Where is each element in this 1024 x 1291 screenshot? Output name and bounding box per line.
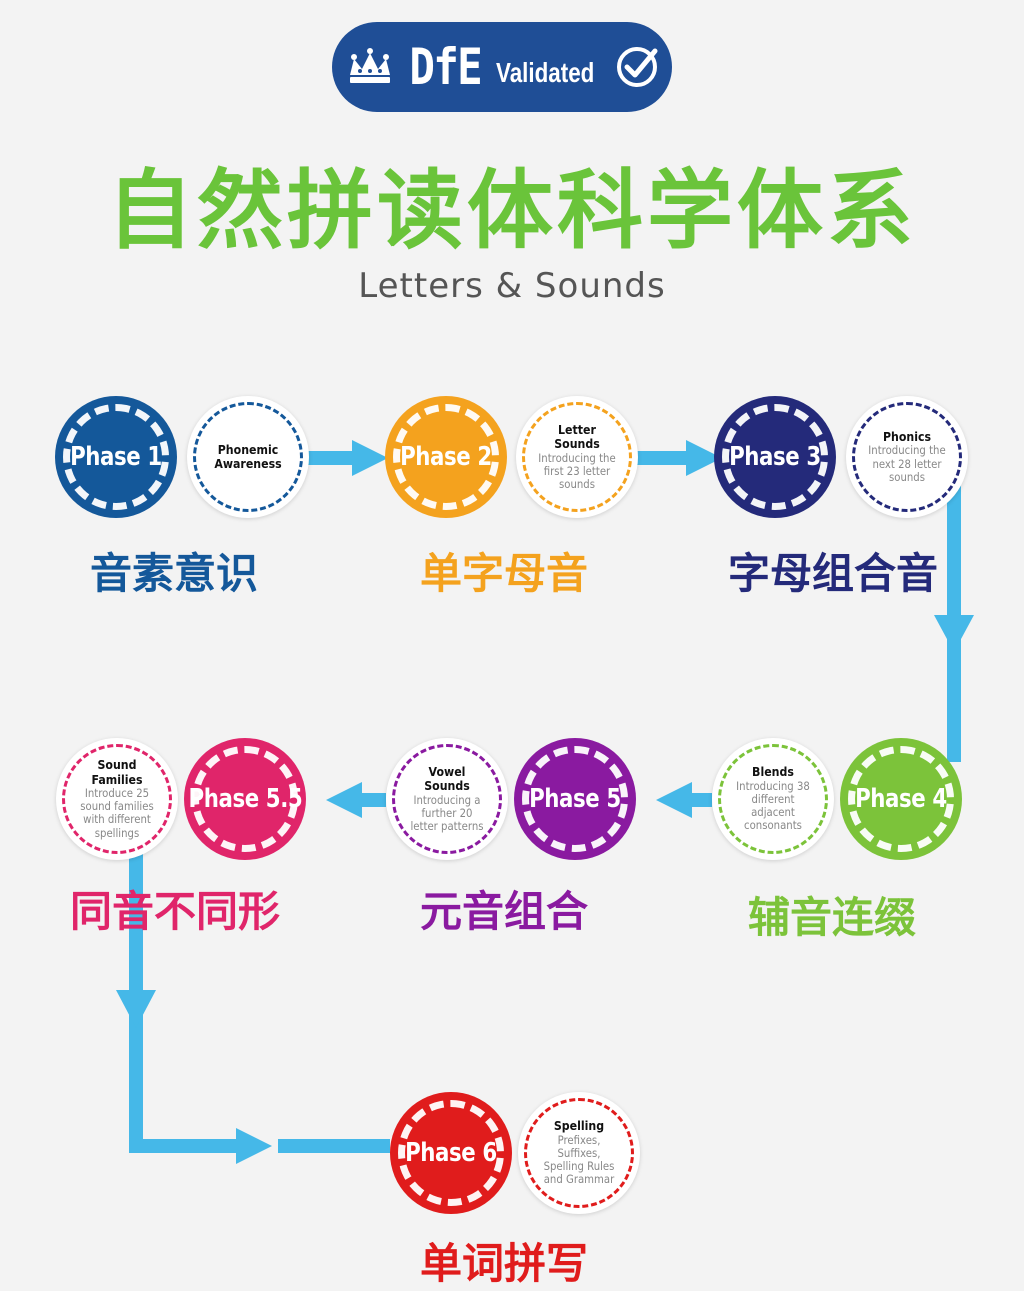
arrow-left-icon	[656, 782, 692, 818]
phase-5-5-circle: Phase 5.5	[184, 738, 306, 860]
phase-2-circle: Phase 2	[385, 396, 507, 518]
phase-4-circle: Phase 4	[840, 738, 962, 860]
phase-label: Phase 5.5	[188, 784, 302, 814]
info-desc: Prefixes, Suffixes, Spelling Rules and G…	[543, 1132, 615, 1187]
info-title: Letter Sounds	[554, 421, 600, 452]
arrow-right-icon	[352, 440, 388, 476]
badge-label: Validated	[495, 57, 595, 88]
info-title: Phonics	[882, 428, 932, 444]
phase-6-circle: Phase 6	[390, 1092, 512, 1214]
page-subtitle: Letters & Sounds	[358, 266, 666, 306]
arrow-right-icon	[236, 1128, 272, 1164]
phase-5-circle: Phase 5	[514, 738, 636, 860]
crown-icon	[350, 48, 391, 83]
phase-3-circle: Phase 3	[714, 396, 836, 518]
info-title: Sound Families	[91, 757, 143, 787]
info-desc: Introduce 25 sound families with differe…	[80, 785, 154, 840]
info-title: Blends	[752, 764, 794, 780]
phase-1-cn-label: 音素意识	[90, 549, 259, 598]
phase-5-cn-label: 元音组合	[420, 887, 589, 936]
arrow-down-icon	[116, 990, 156, 1028]
connector-line	[129, 850, 236, 1153]
phase-label: Phase 4	[855, 784, 947, 814]
check-circle-icon	[616, 47, 658, 87]
phase-1-circle: Phase 1	[55, 396, 177, 518]
arrow-down-icon	[934, 615, 974, 652]
badge-org: DfE	[409, 38, 483, 96]
phase-label: Phase 2	[400, 442, 492, 472]
dfe-validated-badge: DfE Validated	[332, 22, 672, 112]
phase-label: Phase 5	[529, 784, 621, 814]
phase-5-5-cn-label: 同音不同形	[70, 887, 281, 936]
info-title: Vowel Sounds	[424, 763, 470, 794]
phase-4-cn-label: 辅音连缀	[748, 893, 917, 942]
info-desc: Introducing the first 23 letter sounds	[538, 450, 616, 491]
info-desc: Introducing the next 28 letter sounds	[868, 443, 946, 484]
phase-label: Phase 3	[729, 442, 821, 472]
phase-label: Phase 1	[70, 442, 162, 472]
arrow-right-icon	[686, 440, 722, 476]
info-desc: Introducing 38 different adjacent conson…	[736, 778, 810, 833]
page-title: 自然拼读体科学体系	[107, 161, 917, 261]
phase-3-cn-label: 字母组合音	[728, 549, 939, 598]
phase-1-info-circle: Phonemic Awareness	[187, 396, 309, 518]
info-title: Phonemic Awareness	[214, 441, 282, 471]
phase-2-cn-label: 单字母音	[420, 549, 589, 598]
info-title: Spelling	[553, 1118, 605, 1134]
arrow-left-icon	[326, 782, 362, 818]
phase-label: Phase 6	[405, 1138, 497, 1168]
info-desc: Introducing a further 20 letter patterns	[410, 792, 484, 833]
phase-6-cn-label: 单词拼写	[420, 1239, 589, 1288]
